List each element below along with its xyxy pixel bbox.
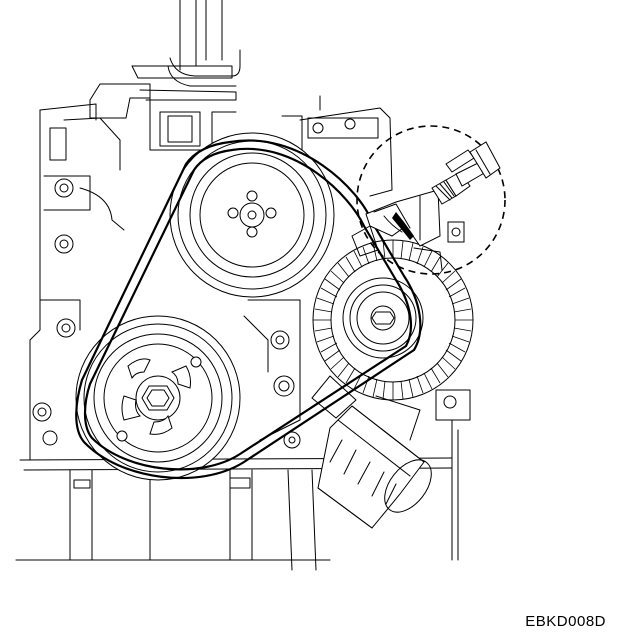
engine-block [16,0,470,570]
figure-code: EBKD008D [525,613,606,630]
crankshaft-pulley [76,316,240,480]
oil-filter [318,406,441,528]
belt-tension-gauge [357,126,505,274]
drive-belt [76,140,420,478]
alternator [312,240,473,440]
gauge-mount [352,226,442,270]
alternator-fins [313,240,473,400]
upper-pulley [170,133,334,297]
